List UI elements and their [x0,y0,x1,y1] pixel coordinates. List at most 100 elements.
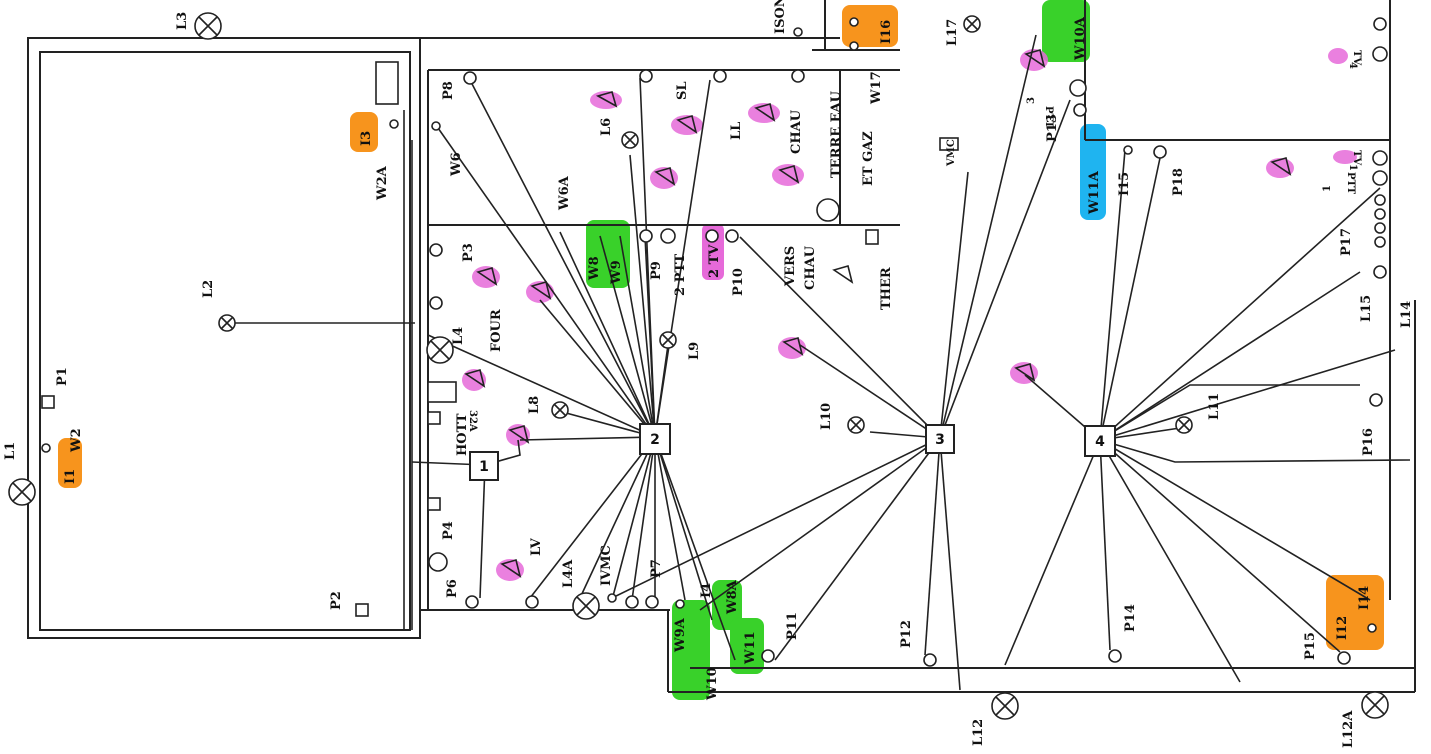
label-num-4: 4 [1347,62,1358,69]
label-TV1: TV [1351,150,1362,165]
label-W6A: W6A [557,175,572,211]
svg-text:4: 4 [1095,434,1105,450]
highlight-w10a [1042,0,1090,62]
label-LV: LV [529,537,544,556]
highlight-i3 [350,112,378,152]
label-L8: L8 [527,396,542,414]
label-I14: I14 [1357,586,1372,610]
label-L10: L10 [819,403,834,430]
label-W8: W8 [587,256,602,281]
switch-symbol [389,119,399,129]
label-W2: W2 [69,428,84,453]
socket-symbol [1369,393,1383,407]
label-TERRE: TERRE EAU [829,90,844,178]
switch-symbol [849,41,859,51]
switch-symbol [793,27,803,37]
socket-symbol [660,228,676,244]
socket-symbol [355,603,369,617]
socket-symbol [427,411,441,425]
switches [41,17,1377,633]
label-L2: L2 [201,280,216,298]
label-I15: I15 [1117,172,1132,196]
arrow-icon [778,165,800,184]
label-I3: I3 [359,131,374,146]
socket-symbol [429,296,443,310]
label-W10A: W10A [1073,16,1088,61]
lamp-symbol [963,15,981,33]
label-PTT1: PTT [1345,172,1356,195]
arrow-icon [676,115,698,134]
lamps [8,12,1389,720]
arrow-icon [530,281,552,300]
label-L11: L11 [1207,393,1222,420]
socket-symbol [923,653,937,667]
label-THER: THER [879,267,894,310]
label-GAZ: ET GAZ [861,131,876,186]
label-L3: L3 [175,12,190,30]
socket-symbol [463,71,477,85]
socket-symbol [428,552,448,572]
socket-symbol [939,137,959,151]
socket-symbol [1073,103,1087,117]
label-W2A: W2A [375,165,390,201]
socket-symbol [427,497,441,511]
label-P2: P2 [329,591,344,610]
switch-symbol [1123,145,1133,155]
junction-box-3: 3 [925,424,955,454]
arrow-icon [1014,363,1036,382]
label-P11: P11 [785,612,800,640]
socket-symbol [1372,170,1388,186]
label-L15: L15 [1359,295,1374,322]
label-I16: I16 [879,20,894,44]
socket-symbol [625,595,639,609]
label-P16: P16 [1361,428,1376,456]
lamp-symbol [551,401,569,419]
label-num-3: 3 [1026,97,1037,104]
arrow-icon [508,425,530,444]
socket-symbol [645,595,659,609]
svg-text:1: 1 [479,459,489,475]
label-L4: L4 [451,327,466,345]
highlight-i16 [842,5,898,47]
label-W9A: W9A [673,617,688,653]
socket-symbol [375,61,399,105]
highlight-arrow [1333,150,1357,164]
lamp-wall-symbol [194,12,222,40]
label-P13: P13 [1045,114,1060,142]
socket-symbol [1374,194,1386,248]
junction-box-1: 1 [469,451,499,481]
label-TV4: TV [1351,50,1362,65]
socket-symbol [429,243,443,257]
label-num-1a: 1 [1347,164,1358,171]
label-W8A: W8A [725,579,740,615]
socket-symbol [1372,150,1388,166]
lamp-wall-symbol [572,592,600,620]
label-CHAU2: CHAU [803,245,818,290]
label-W6: W6 [449,152,464,177]
lamp-symbol [659,331,677,349]
switch-symbol [675,599,685,609]
socket-symbol [705,229,719,243]
socket-symbol [1373,265,1387,279]
label-VMC: VMC [946,139,957,167]
label-HOTT: HOTT [455,413,470,456]
arrow-icon [754,103,776,122]
socket-symbol [1372,46,1388,62]
label-32A: 32A [467,410,478,432]
svg-text:3: 3 [935,432,945,448]
arrow-icon [595,91,618,108]
arrow-icon [782,337,804,356]
arrow-icon [654,167,676,186]
label-L12: L12 [971,719,986,746]
label-W11A: W11A [1087,170,1102,215]
switch-symbol [607,593,617,603]
label-FOUR: FOUR [489,309,504,352]
label-L1: L1 [3,442,18,460]
label-P18: P18 [1171,168,1186,196]
junction-box-4: 4 [1084,425,1116,457]
labels: L1 L2 L3 L4 L4A L6 L8 L9 L10 L11 L12 L12… [3,0,1414,748]
lamp-symbol [847,416,865,434]
svg-text:2: 2 [650,432,660,448]
label-PTT3: PTT [1043,106,1054,129]
label-2TV: 2 TV [707,244,722,278]
